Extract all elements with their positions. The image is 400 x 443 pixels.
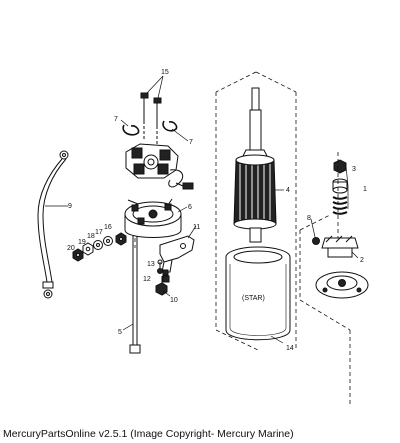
exploded-parts-diagram: (STAR) 15 7 7 6 4 3 1 8 11 2 9 16 17 18 …	[0, 69, 400, 405]
brush-spring-left	[123, 125, 138, 135]
leader-lines	[45, 75, 359, 344]
screws-top	[141, 93, 161, 147]
callout-11: 11	[193, 224, 200, 231]
drive-pinion	[313, 236, 359, 257]
callout-6: 6	[188, 204, 192, 211]
through-bolt	[130, 236, 140, 353]
terminal-hardware	[73, 233, 126, 261]
callout-5: 5	[118, 329, 122, 336]
brush-spring-right	[163, 121, 176, 131]
callout-20: 20	[67, 245, 75, 252]
brush-holder-plate	[126, 144, 193, 189]
callout-9: 9	[68, 203, 72, 210]
callout-1: 1	[363, 186, 367, 193]
pinion-spring-stack	[333, 160, 347, 214]
callout-18: 18	[87, 233, 95, 240]
battery-cable	[38, 151, 68, 298]
callout-19: 19	[78, 239, 86, 246]
field-frame	[226, 247, 290, 340]
armature	[234, 88, 276, 242]
assembly-lines	[134, 71, 351, 405]
drive-end-plate	[316, 272, 368, 298]
small-screws	[158, 260, 170, 282]
frame-label: (STAR)	[242, 295, 265, 302]
callout-15: 15	[161, 69, 169, 76]
callout-14: 14	[286, 345, 294, 352]
callout-13: 13	[147, 261, 155, 268]
callout-7-left: 7	[114, 116, 118, 123]
callout-16: 16	[104, 224, 112, 231]
callout-3: 3	[352, 166, 356, 173]
image-caption: MercuryPartsOnline v2.5.1 (Image Copyrig…	[3, 428, 294, 440]
mounting-bracket	[160, 236, 194, 272]
callout-4: 4	[286, 187, 290, 194]
callout-17: 17	[95, 229, 103, 236]
callout-7-right: 7	[189, 139, 193, 146]
callout-2: 2	[360, 257, 364, 264]
callout-12: 12	[143, 276, 151, 283]
callout-10: 10	[170, 297, 178, 304]
commutator-end-cap	[125, 199, 181, 238]
callout-8: 8	[307, 215, 311, 222]
